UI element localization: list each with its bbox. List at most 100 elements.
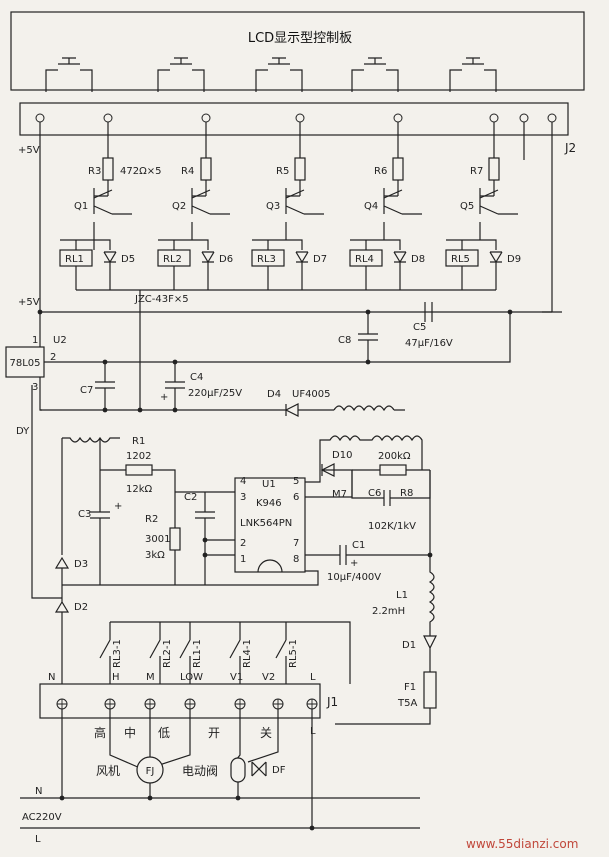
p5v-mid-label: +5V bbox=[18, 297, 40, 308]
d1-label: D1 bbox=[402, 640, 416, 651]
c8-label: C8 bbox=[338, 335, 351, 346]
q3-label: Q3 bbox=[266, 201, 280, 212]
push-buttons bbox=[45, 57, 497, 92]
c4-value: 220μF/25V bbox=[188, 388, 242, 399]
c5-value: 47μF/16V bbox=[405, 338, 453, 349]
u1-pin2: 2 bbox=[240, 538, 246, 549]
u1-lnk564pn bbox=[234, 477, 306, 573]
contact-rl2-1: RL2-1 bbox=[162, 639, 173, 668]
d7-label: D7 bbox=[313, 254, 327, 265]
rl3-label: RL3 bbox=[257, 254, 276, 265]
j1-terminals bbox=[56, 698, 318, 710]
d2-label: D2 bbox=[74, 602, 88, 613]
j2-pins bbox=[35, 113, 557, 123]
driver-stage-2 bbox=[157, 122, 230, 290]
contact-rl1-1: RL1-1 bbox=[192, 639, 203, 668]
relay-contacts bbox=[99, 622, 287, 684]
d10-label: D10 bbox=[332, 450, 352, 461]
u1-code: K946 bbox=[256, 498, 282, 509]
valve-coil bbox=[230, 757, 246, 783]
contact-rl4-1: RL4-1 bbox=[242, 639, 253, 668]
label-open: 开 bbox=[208, 726, 220, 740]
mains-l-label: L bbox=[35, 834, 41, 845]
r8-label: R8 bbox=[400, 488, 413, 499]
u1-label: U1 bbox=[262, 479, 276, 490]
lcd-control-board bbox=[10, 11, 585, 91]
label-high: 高 bbox=[94, 725, 106, 740]
j1-pin-v1: V1 bbox=[230, 672, 243, 683]
rl1-label: RL1 bbox=[65, 254, 84, 265]
c6-value: 102K/1kV bbox=[368, 521, 416, 532]
c1-label: C1 bbox=[352, 540, 365, 551]
u1-part: LNK564PN bbox=[240, 518, 292, 529]
dy-label: DY bbox=[16, 426, 30, 437]
r7-label: R7 bbox=[470, 166, 483, 177]
contact-rl3-1: RL3-1 bbox=[112, 639, 123, 668]
r3-label: R3 bbox=[88, 166, 101, 177]
u2-label: U2 bbox=[53, 335, 67, 346]
d9-label: D9 bbox=[507, 254, 521, 265]
r1-code: 1202 bbox=[126, 451, 151, 462]
label-close: 关 bbox=[260, 726, 272, 740]
u1-pin8: 8 bbox=[293, 554, 299, 565]
j1-connector bbox=[39, 683, 321, 719]
push-button-3 bbox=[255, 57, 303, 92]
driver-stage-1 bbox=[59, 122, 132, 290]
u1-pin1: 1 bbox=[240, 554, 246, 565]
u1-pin6: 6 bbox=[293, 492, 299, 503]
rl2-label: RL2 bbox=[163, 254, 182, 265]
svg-text:+: + bbox=[350, 558, 358, 569]
mains-n-label: N bbox=[35, 786, 42, 797]
j1-pin-h: H bbox=[112, 672, 120, 683]
q1-label: Q1 bbox=[74, 201, 88, 212]
driver-stage-4 bbox=[349, 122, 422, 290]
r6-label: R6 bbox=[374, 166, 387, 177]
d6-label: D6 bbox=[219, 254, 233, 265]
r5-label: R5 bbox=[276, 166, 289, 177]
r2-value: 3kΩ bbox=[145, 550, 165, 561]
label-mid: 中 bbox=[124, 725, 136, 740]
c6-label: C6 bbox=[368, 488, 381, 499]
board-title: LCD显示型控制板 bbox=[248, 31, 352, 46]
u2-pin3: 3 bbox=[32, 382, 38, 393]
j2-label: J2 bbox=[564, 141, 576, 155]
j1-pin-low: LOW bbox=[180, 672, 203, 683]
u1-pin5: 5 bbox=[293, 476, 299, 487]
u2-regulator bbox=[5, 346, 45, 378]
u1-pin4: 4 bbox=[240, 476, 246, 487]
j1-pin-v2: V2 bbox=[262, 672, 275, 683]
r1-label: R1 bbox=[132, 436, 145, 447]
j1-pin-l: L bbox=[310, 672, 316, 683]
svg-text:+: + bbox=[114, 501, 122, 512]
valve-code: DF bbox=[272, 765, 286, 776]
u2-pin1: 1 bbox=[32, 335, 38, 346]
push-button-2 bbox=[157, 57, 205, 92]
c2-label: C2 bbox=[184, 492, 197, 503]
resistor-value-label: 472Ω×5 bbox=[120, 166, 161, 177]
push-button-1 bbox=[45, 57, 93, 92]
c5-label: C5 bbox=[413, 322, 426, 333]
l1-label: L1 bbox=[396, 590, 408, 601]
l1-value: 2.2mH bbox=[372, 606, 405, 617]
f1-value: T5A bbox=[397, 698, 417, 709]
j2-connector bbox=[19, 102, 569, 136]
d5-label: D5 bbox=[121, 254, 135, 265]
mains-ac-label: AC220V bbox=[22, 812, 62, 823]
watermark: www.55dianzi.com bbox=[466, 837, 578, 851]
contact-rl5-1: RL5-1 bbox=[288, 639, 299, 668]
driver-stage-5 bbox=[445, 122, 518, 290]
f1-label: F1 bbox=[404, 682, 416, 693]
u1-pin3: 3 bbox=[240, 492, 246, 503]
driver-stage-3 bbox=[251, 122, 324, 290]
j1-pin-m: M bbox=[146, 672, 155, 683]
d8-label: D8 bbox=[411, 254, 425, 265]
valve-label: 电动阀 bbox=[182, 764, 218, 778]
fan-code: FJ bbox=[146, 766, 155, 777]
j1-pin-n: N bbox=[48, 672, 55, 683]
fan-label: 风机 bbox=[96, 764, 120, 778]
r4-label: R4 bbox=[181, 166, 194, 177]
r1-value: 12kΩ bbox=[126, 484, 153, 495]
c7-label: C7 bbox=[80, 385, 93, 396]
push-button-5 bbox=[449, 57, 497, 92]
